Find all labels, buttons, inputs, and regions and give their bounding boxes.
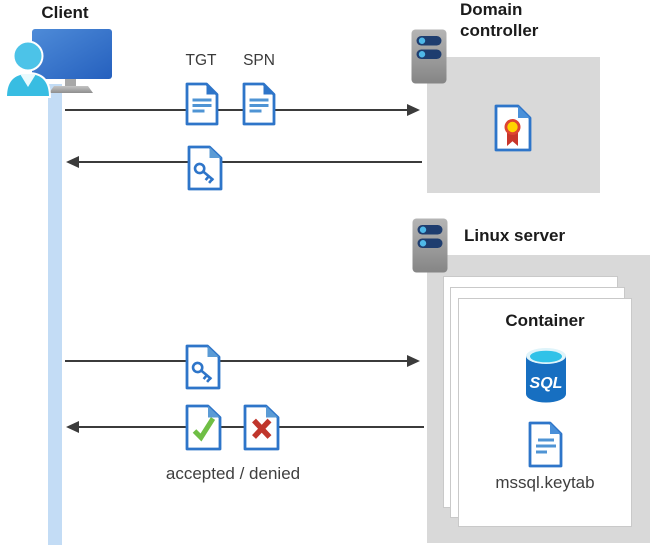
domain-controller-label: Domain controller <box>460 0 539 40</box>
linux-server-icon <box>412 218 448 273</box>
accepted-document-icon <box>185 404 222 451</box>
kerberos-ticket-icon <box>187 145 223 191</box>
arrow-linux-to-client-head <box>66 421 79 433</box>
spn-label: SPN <box>243 52 275 69</box>
arrow-client-to-dc <box>65 109 408 111</box>
arrow-client-to-linux <box>65 360 408 362</box>
arrow-dc-to-client <box>78 161 422 163</box>
arrow-client-to-linux-head <box>407 355 420 367</box>
accepted-denied-label: accepted / denied <box>165 464 301 483</box>
linux-server-label: Linux server <box>464 226 566 245</box>
container-card-front: Container SQL mssql.keytab <box>458 298 632 527</box>
keytab-file-icon <box>528 421 563 468</box>
sql-database-icon: SQL <box>525 347 567 405</box>
sql-label: SQL <box>530 375 563 392</box>
tgt-label: TGT <box>185 52 217 69</box>
domain-controller-server-icon <box>411 29 447 84</box>
client-icon <box>2 26 114 98</box>
arrow-client-to-dc-head <box>407 104 420 116</box>
client-lifeline <box>48 84 62 545</box>
denied-document-icon <box>243 404 280 451</box>
certificate-icon <box>494 104 532 152</box>
arrow-dc-to-client-head <box>66 156 79 168</box>
tgt-document-icon <box>185 82 219 126</box>
spn-document-icon <box>242 82 276 126</box>
keytab-label: mssql.keytab <box>495 473 595 492</box>
service-ticket-icon <box>185 344 221 390</box>
client-label: Client <box>41 3 89 22</box>
container-title: Container <box>505 311 585 330</box>
